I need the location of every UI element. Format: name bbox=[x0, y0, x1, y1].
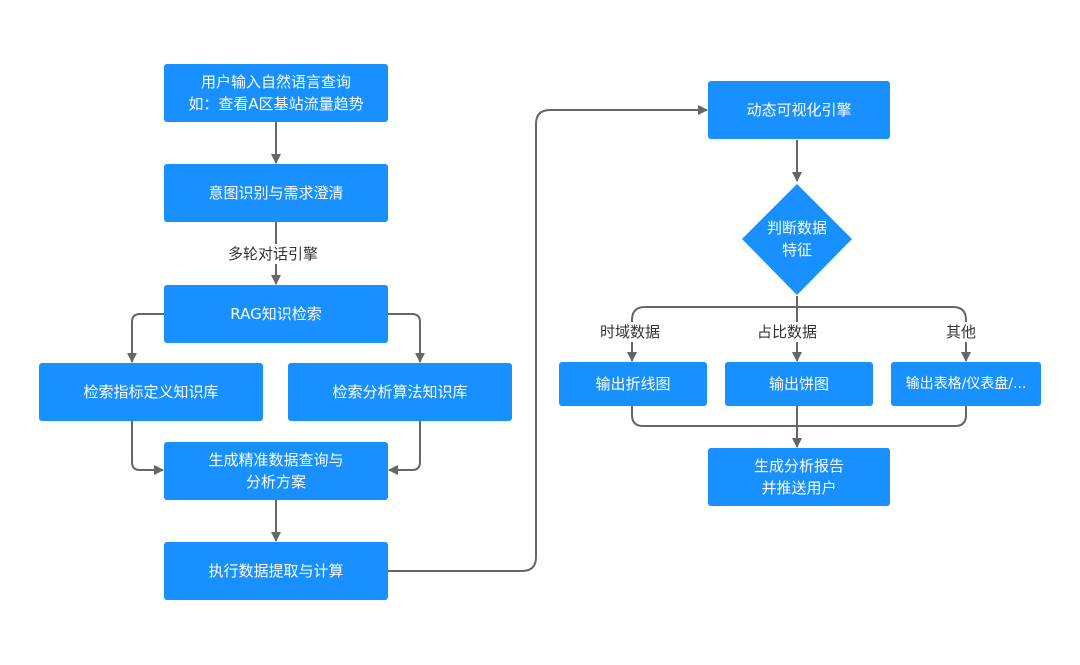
node-generate-line1: 生成精准数据查询与 bbox=[208, 451, 344, 469]
node-execute-label: 执行数据提取与计算 bbox=[208, 562, 344, 580]
node-report: 生成分析报告 并推送用户 bbox=[708, 448, 890, 506]
arrow-metric-to-generate bbox=[131, 421, 164, 475]
node-user-input-line2: 如：查看A区基站流量趋势 bbox=[188, 95, 364, 113]
arrow-rag-to-algo bbox=[388, 313, 425, 363]
line-branch-top bbox=[631, 306, 967, 361]
arrow-execute-to-viz bbox=[388, 105, 708, 572]
node-out-pie: 输出饼图 bbox=[725, 362, 873, 406]
edge-label-multi-turn: 多轮对话引擎 bbox=[226, 244, 321, 264]
edge-label-time-domain: 时域数据 bbox=[600, 322, 661, 342]
node-user-input-line1: 用户输入自然语言查询 bbox=[200, 73, 351, 91]
node-intent-label: 意图识别与需求澄清 bbox=[208, 184, 344, 202]
arrow-algo-to-generate bbox=[388, 421, 421, 475]
node-out-table-label: 输出表格/仪表盘/... bbox=[905, 376, 1027, 392]
node-out-line: 输出折线图 bbox=[559, 362, 707, 406]
node-search-metric: 检索指标定义知识库 bbox=[39, 363, 263, 421]
node-rag: RAG知识检索 bbox=[164, 285, 388, 343]
node-user-input: 用户输入自然语言查询 如：查看A区基站流量趋势 bbox=[164, 64, 388, 122]
node-judge-label: 判断数据 特征 bbox=[742, 217, 852, 261]
node-generate-line2: 分析方案 bbox=[245, 473, 306, 491]
arrow-rag-to-metric bbox=[127, 313, 165, 363]
node-judge-line2: 特征 bbox=[781, 241, 812, 259]
node-intent: 意图识别与需求澄清 bbox=[164, 164, 388, 222]
node-judge-line1: 判断数据 bbox=[766, 219, 827, 237]
node-search-metric-label: 检索指标定义知识库 bbox=[83, 383, 219, 401]
node-rag-label: RAG知识检索 bbox=[230, 305, 322, 323]
edge-label-other: 其他 bbox=[946, 322, 977, 342]
node-out-pie-label: 输出饼图 bbox=[768, 375, 829, 393]
node-search-algo-label: 检索分析算法知识库 bbox=[332, 383, 468, 401]
node-report-line1: 生成分析报告 bbox=[753, 457, 844, 475]
node-report-line2: 并推送用户 bbox=[761, 479, 837, 497]
line-merge-bottom bbox=[631, 406, 967, 427]
node-generate: 生成精准数据查询与 分析方案 bbox=[164, 442, 388, 500]
node-out-line-label: 输出折线图 bbox=[595, 375, 671, 393]
edge-label-proportion: 占比数据 bbox=[757, 322, 818, 342]
node-execute: 执行数据提取与计算 bbox=[164, 542, 388, 600]
node-viz-engine: 动态可视化引擎 bbox=[708, 81, 890, 139]
node-search-algo: 检索分析算法知识库 bbox=[288, 363, 512, 421]
judge-diamond bbox=[742, 184, 852, 295]
node-viz-engine-label: 动态可视化引擎 bbox=[746, 101, 852, 119]
node-out-table: 输出表格/仪表盘/... bbox=[891, 362, 1041, 406]
